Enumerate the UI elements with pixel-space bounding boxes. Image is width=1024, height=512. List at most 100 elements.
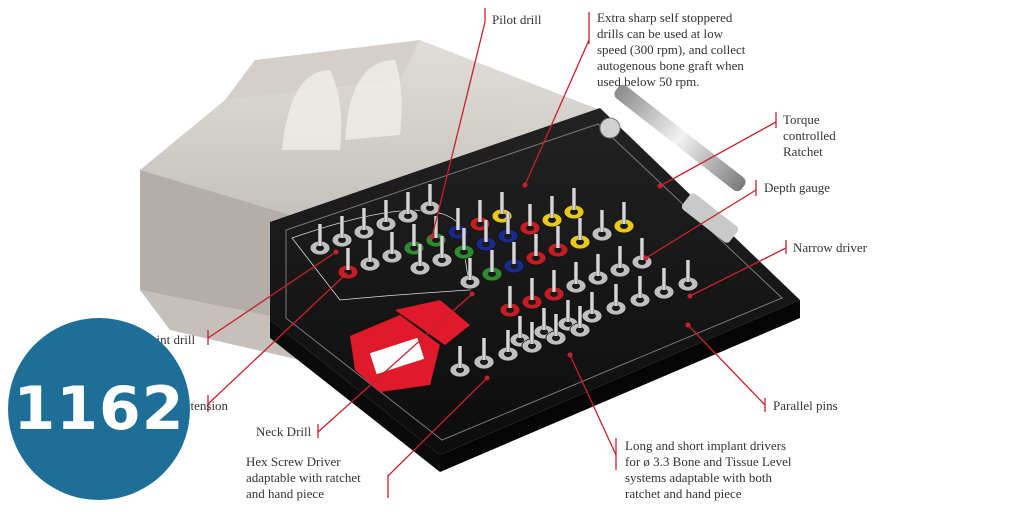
ring-hole	[576, 327, 584, 333]
instrument-post	[458, 346, 462, 368]
instrument-post	[484, 220, 488, 242]
instrument-post	[456, 208, 460, 230]
ring-hole	[526, 225, 534, 231]
ring-hole	[410, 245, 418, 251]
instrument-post	[578, 306, 582, 328]
ring-hole	[438, 257, 446, 263]
instrument-post	[618, 246, 622, 268]
label-extra-sharp-drills: Extra sharp self stoppered drills can be…	[597, 10, 745, 90]
label-hex-screw-driver: Hex Screw Driver adaptable with ratchet …	[246, 454, 361, 502]
ring-hole	[660, 289, 668, 295]
instrument-post	[506, 330, 510, 352]
ring-hole	[404, 213, 412, 219]
instrument-post	[518, 316, 522, 338]
instrument-post	[662, 268, 666, 290]
ring-hole	[528, 299, 536, 305]
instrument-post	[596, 254, 600, 276]
ring-hole	[516, 337, 524, 343]
instrument-post	[640, 238, 644, 260]
ring-hole	[366, 261, 374, 267]
instrument-post	[490, 250, 494, 272]
ring-hole	[532, 255, 540, 261]
label-line: ratchet and hand piece	[625, 486, 742, 501]
label-line: Hex Screw Driver	[246, 454, 341, 469]
label-line: speed (300 rpm), and collect	[597, 42, 746, 57]
instrument-post	[508, 286, 512, 308]
ring-hole	[360, 229, 368, 235]
product-number-badge: 1162	[8, 318, 190, 500]
label-line: for ø 3.3 Bone and Tissue Level	[625, 454, 792, 469]
instrument-post	[500, 192, 504, 214]
instrument-post	[534, 234, 538, 256]
instrument-post	[318, 224, 322, 246]
instrument-post	[418, 244, 422, 266]
instrument-post	[434, 216, 438, 238]
ring-hole	[488, 271, 496, 277]
label-line: used below 50 rpm.	[597, 74, 700, 89]
instrument-post	[574, 262, 578, 284]
ring-hole	[616, 267, 624, 273]
instrument-post	[406, 192, 410, 214]
ring-hole	[504, 351, 512, 357]
label-line: Torque	[783, 112, 820, 127]
ring-hole	[506, 307, 514, 313]
ring-hole	[382, 221, 390, 227]
label-torque-ratchet: Torque controlled Ratchet	[783, 112, 836, 160]
instrument-post	[512, 242, 516, 264]
ring-hole	[552, 335, 560, 341]
ring-hole	[638, 259, 646, 265]
instrument-post	[600, 210, 604, 232]
instrument-post	[530, 278, 534, 300]
label-line: and hand piece	[246, 486, 324, 501]
ring-hole	[594, 275, 602, 281]
instrument-rings	[309, 184, 699, 378]
instrument-post	[572, 188, 576, 210]
label-line: autogenous bone graft when	[597, 58, 744, 73]
ring-hole	[416, 265, 424, 271]
ring-hole	[456, 367, 464, 373]
ring-hole	[612, 305, 620, 311]
ring-hole	[460, 249, 468, 255]
ring-hole	[588, 313, 596, 319]
brand-logo	[350, 300, 470, 392]
label-line: Ratchet	[783, 144, 823, 159]
ring-hole	[636, 297, 644, 303]
label-extension: xtension	[184, 398, 229, 413]
ring-hole	[550, 291, 558, 297]
ring-hole	[572, 283, 580, 289]
ring-hole	[620, 223, 628, 229]
ring-hole	[426, 205, 434, 211]
instrument-post	[362, 208, 366, 230]
ring-hole	[498, 213, 506, 219]
ring-hole	[466, 279, 474, 285]
ring-hole	[554, 247, 562, 253]
label-line: Extra sharp self stoppered	[597, 10, 733, 25]
instrument-post	[554, 314, 558, 336]
instrument-post	[440, 236, 444, 258]
label-neck-drill: Neck Drill	[256, 424, 312, 439]
ring-hole	[564, 321, 572, 327]
instrument-post	[590, 292, 594, 314]
label-line: drills can be used at low	[597, 26, 723, 41]
product-number: 1162	[13, 374, 185, 444]
ring-hole	[338, 237, 346, 243]
instrument-post	[506, 212, 510, 234]
ring-hole	[476, 221, 484, 227]
ring-hole	[510, 263, 518, 269]
instrument-post	[478, 200, 482, 222]
ring-hole	[388, 253, 396, 259]
instrument-post	[530, 322, 534, 344]
instrument-post	[578, 218, 582, 240]
instrument-post	[542, 308, 546, 330]
instrument-post	[346, 248, 350, 270]
ring-hole	[528, 343, 536, 349]
ring-hole	[576, 239, 584, 245]
instrument-post	[390, 232, 394, 254]
label-line: systems adaptable with both	[625, 470, 772, 485]
instrument-post	[528, 204, 532, 226]
label-implant-drivers: Long and short implant drivers for ø 3.3…	[625, 438, 791, 502]
ring-hole	[454, 229, 462, 235]
instrument-post	[468, 258, 472, 280]
instrument-post	[368, 240, 372, 262]
